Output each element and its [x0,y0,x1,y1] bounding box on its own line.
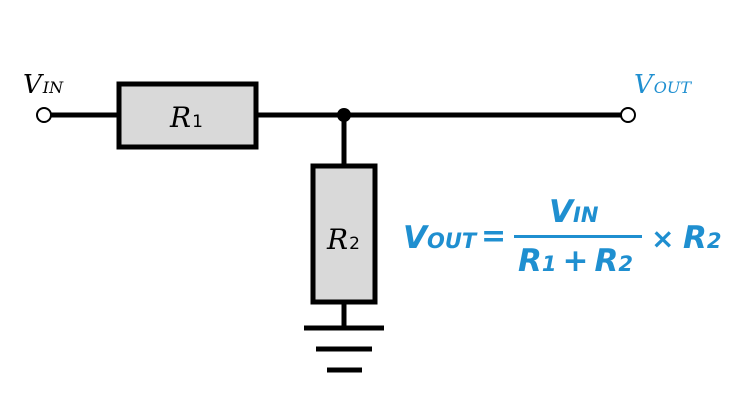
input-terminal-icon [36,107,52,123]
wires [51,112,621,328]
output-terminal-icon [620,107,636,123]
vin-label: VIN [23,70,64,100]
voltage-divider-formula: VOUT = VIN R1+R2 × R2 [403,194,722,279]
junction-dot-icon [337,108,351,122]
r1-label: R1 [169,101,203,134]
formula-lhs: VOUT [403,220,478,256]
formula-numerator: VIN [549,194,599,230]
vout-label: VOUT [634,70,692,100]
ground-icon [304,325,384,373]
resistor-r2 [310,163,378,305]
formula-denominator: R1+R2 [518,243,633,279]
fraction-bar [514,235,642,238]
resistor-r1 [116,81,259,150]
formula-rhs: R2 [683,220,722,256]
formula-times: × [651,222,674,255]
r2-label: R2 [326,223,360,256]
formula-equals: = [481,219,506,254]
